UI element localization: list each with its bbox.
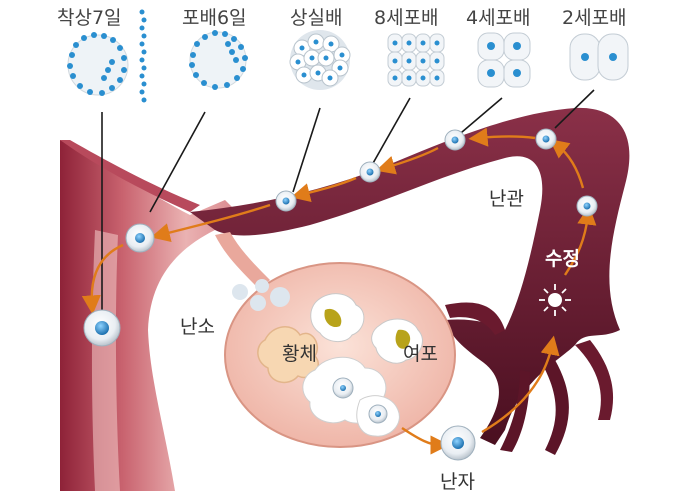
- cell-8: [359, 161, 381, 183]
- stage-icon-blast6: [189, 30, 248, 90]
- embryo-cells-on-tube: [83, 128, 598, 461]
- stage-icon-2cell: [569, 33, 629, 81]
- ovary: [224, 262, 456, 448]
- label-4cell: 4세포배: [466, 7, 531, 29]
- egg-cell: [440, 425, 476, 461]
- label-2cell: 2세포배: [562, 7, 627, 29]
- cell-2: [535, 128, 557, 150]
- travel-arrows: [81, 127, 597, 455]
- label-corpus-luteum: 황체: [282, 343, 317, 365]
- stage-icon-morula: [289, 30, 351, 90]
- stage-icon-day7: [67, 9, 147, 103]
- anatomy-labels: 난관 수정 난소 황체 여포 난자: [180, 188, 580, 491]
- cell-blast: [125, 223, 155, 253]
- label-follicle: 여포: [403, 343, 438, 365]
- label-egg: 난자: [440, 471, 475, 491]
- ovarian-ligament: [215, 232, 270, 290]
- leader-lines: [101, 89, 595, 310]
- cell-morula: [275, 190, 297, 212]
- label-fertilization: 수정: [545, 248, 580, 270]
- cell-tube-lower: [576, 195, 598, 217]
- label-blast6: 포배6일: [182, 7, 247, 29]
- label-day7: 착상7일: [57, 7, 122, 29]
- fertilization-burst: [539, 284, 571, 316]
- stage-icon-4cell: [477, 32, 531, 88]
- label-tube: 난관: [489, 188, 524, 210]
- label-ovary: 난소: [180, 316, 215, 338]
- fallopian-tube: [190, 107, 630, 455]
- stage-labels: 착상7일 포배6일 상실배 8세포배 4세포배 2세포배: [57, 7, 627, 29]
- cell-4: [444, 129, 466, 151]
- label-morula: 상실배: [290, 7, 342, 29]
- stage-icon-8cell: [387, 33, 445, 87]
- cell-implant: [83, 309, 121, 347]
- label-8cell: 8세포배: [374, 7, 439, 29]
